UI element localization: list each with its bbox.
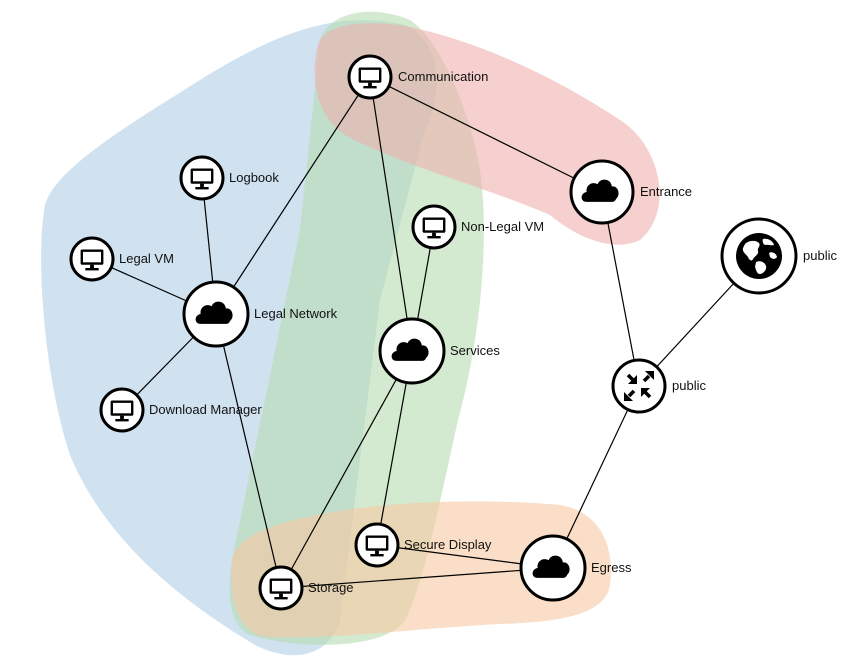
edge-legal-network-storage [215,313,282,589]
node-label: Logbook [229,170,279,185]
node-logbook[interactable]: Logbook [179,155,279,201]
edge-entrance-public-router [601,191,640,387]
monitor-icon [269,578,293,600]
node-label: Download Manager [149,402,262,417]
cloud-icon [195,301,233,324]
edge-communication-entrance [369,76,603,193]
node-label: Non-Legal VM [461,219,544,234]
cloud-icon [391,338,429,361]
node-download-manager[interactable]: Download Manager [99,387,262,433]
node-label: Entrance [640,184,692,199]
node-public-router[interactable]: public [611,358,706,414]
node-egress[interactable]: Egress [519,534,632,602]
node-label: public [803,248,837,263]
node-label: Egress [591,560,632,575]
monitor-icon [358,67,382,89]
edge-storage-egress [280,567,554,589]
node-legal-vm[interactable]: Legal VM [69,236,174,282]
node-public-globe[interactable]: public [720,217,837,295]
node-non-legal-vm[interactable]: Non-Legal VM [411,204,544,250]
edge-services-storage [280,350,413,589]
monitor-icon [110,400,134,422]
monitor-icon [422,217,446,239]
node-label: Secure Display [404,537,492,552]
node-services[interactable]: Services [378,317,500,385]
node-label: Services [450,343,500,358]
node-storage[interactable]: Storage [258,565,354,611]
monitor-icon [190,168,214,190]
node-label: Storage [308,580,354,595]
node-label: Communication [398,69,488,84]
cloud-icon [581,179,619,202]
node-label: public [672,378,706,393]
monitor-icon [80,249,104,271]
edge-communication-legal-network [215,76,371,315]
node-secure-display[interactable]: Secure Display [354,522,492,568]
router-arrows-icon [624,371,654,401]
node-communication[interactable]: Communication [347,54,488,100]
cloud-icon [532,555,570,578]
zone-services [229,11,484,645]
zone-egress [231,501,611,638]
globe-icon [736,233,782,279]
node-entrance[interactable]: Entrance [569,159,692,225]
node-label: Legal Network [254,306,338,321]
edge-public-router-egress [552,385,640,569]
edge-communication-services [369,76,413,352]
node-label: Legal VM [119,251,174,266]
node-legal-network[interactable]: Legal Network [182,280,338,348]
monitor-icon [365,535,389,557]
